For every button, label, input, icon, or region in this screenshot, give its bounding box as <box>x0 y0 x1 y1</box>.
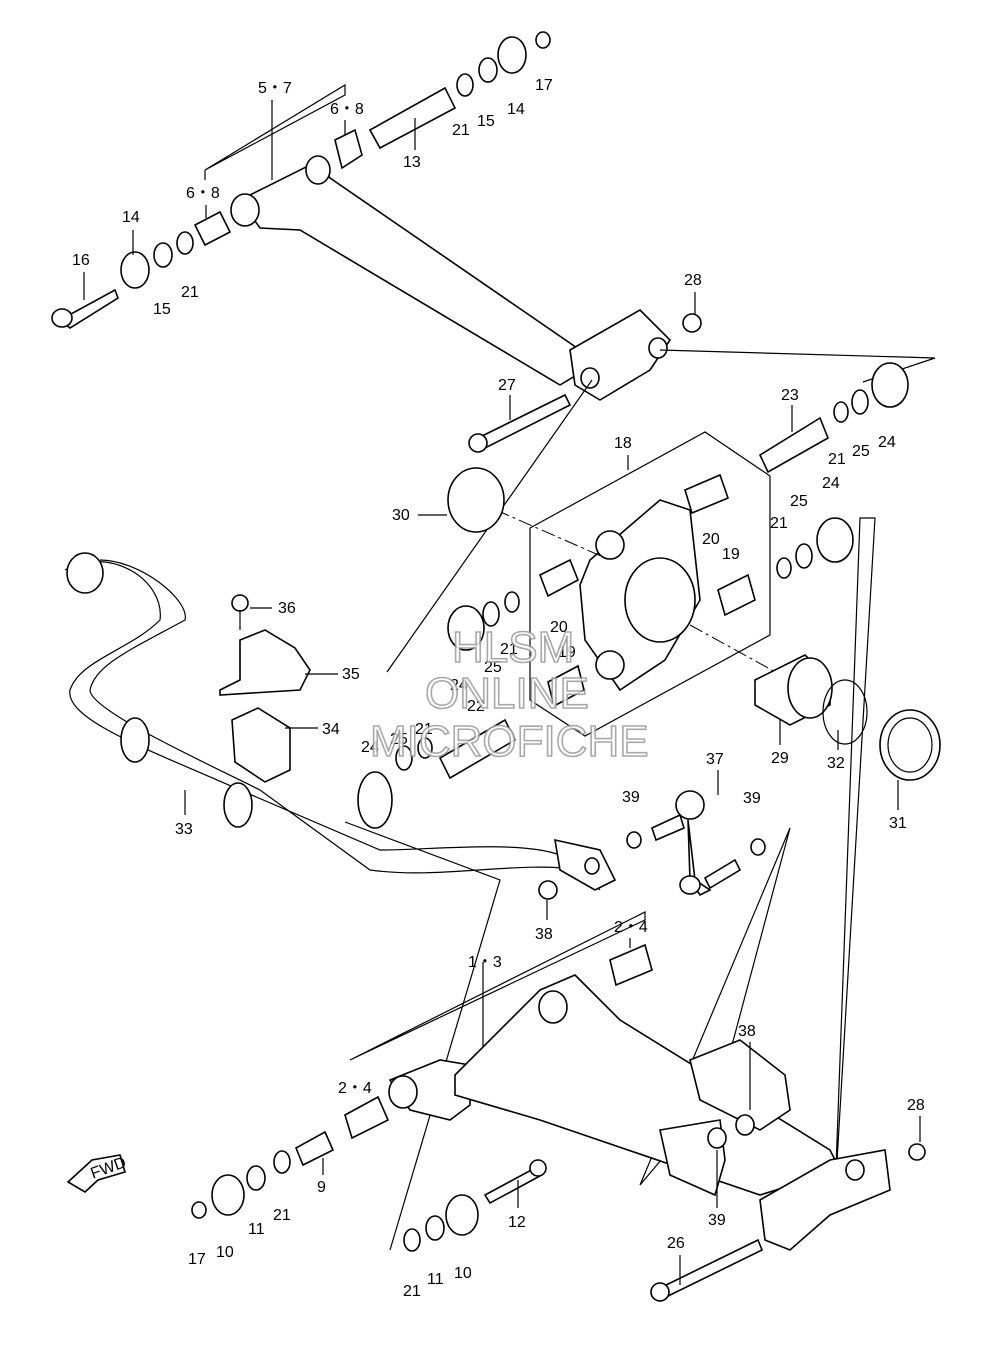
callout-25: 25 <box>790 493 808 510</box>
fwd-label: FWD <box>88 1154 128 1182</box>
callout-15: 15 <box>153 301 171 318</box>
callout-14: 14 <box>507 101 525 118</box>
callout-11: 11 <box>248 1221 265 1238</box>
callout-21: 21 <box>500 641 518 658</box>
callout-19: 19 <box>722 546 740 563</box>
callout-24: 24 <box>450 677 468 694</box>
callout-21: 21 <box>273 1207 291 1224</box>
callout-20: 20 <box>702 531 720 548</box>
callout-29: 29 <box>771 750 789 767</box>
callout-27: 27 <box>498 377 516 394</box>
watermark-line2: ONLINE <box>425 669 589 718</box>
callout-13: 13 <box>403 154 421 171</box>
callout-31: 31 <box>889 815 907 832</box>
callout-5-7: 5・7 <box>258 80 292 97</box>
bushing-parts-top <box>51 31 551 329</box>
callout-39: 39 <box>708 1212 726 1229</box>
stabilizer-bar-33 <box>64 552 617 1251</box>
watermark-line3: MICROFICHE <box>370 717 649 766</box>
callout-labels: 5・7 6・8 6・8 14 16 15 21 13 21 15 14 17 2… <box>72 77 925 1300</box>
callout-21: 21 <box>452 122 470 139</box>
callout-23: 23 <box>781 387 799 404</box>
callout-25: 25 <box>484 659 502 676</box>
callout-30: 30 <box>392 507 410 524</box>
callout-34: 34 <box>322 721 340 738</box>
callout-21: 21 <box>181 284 199 301</box>
callout-28: 28 <box>684 272 702 289</box>
callout-24: 24 <box>822 475 840 492</box>
callout-18: 18 <box>614 435 632 452</box>
torque-rod-upper <box>204 83 936 673</box>
callout-2-4: 2・4 <box>338 1080 372 1097</box>
callout-10: 10 <box>454 1265 472 1282</box>
callout-12: 12 <box>508 1214 526 1231</box>
stabilizer-link-37 <box>538 790 791 1186</box>
callout-21: 21 <box>415 721 433 738</box>
callout-25: 25 <box>390 731 408 748</box>
callout-28: 28 <box>907 1097 925 1114</box>
watermark: HLSM ONLINE MICROFICHE <box>369 622 649 767</box>
leader-lines <box>83 100 921 1285</box>
callout-9: 9 <box>317 1179 326 1196</box>
callout-19: 19 <box>558 644 576 661</box>
callout-21: 21 <box>828 451 846 468</box>
callout-17: 17 <box>535 77 553 94</box>
callout-24: 24 <box>878 434 896 451</box>
knuckle-housing-18 <box>495 431 791 737</box>
callout-35: 35 <box>342 666 360 683</box>
callout-22: 22 <box>467 698 485 715</box>
callout-37: 37 <box>706 751 724 768</box>
callout-6-8: 6・8 <box>330 101 364 118</box>
callout-32: 32 <box>827 755 845 772</box>
callout-6-8: 6・8 <box>186 185 220 202</box>
callout-39: 39 <box>743 790 761 807</box>
callout-16: 16 <box>72 252 90 269</box>
callout-21: 21 <box>770 515 788 532</box>
callout-24: 24 <box>361 739 379 756</box>
callout-36: 36 <box>278 600 296 617</box>
nut-28-top <box>682 313 702 333</box>
callout-38: 38 <box>535 926 553 943</box>
callout-10: 10 <box>216 1244 234 1261</box>
callout-2-4: 2・4 <box>614 919 648 936</box>
bolt-27 <box>468 393 572 453</box>
lower-arm-1-3 <box>191 911 926 1302</box>
callout-20: 20 <box>550 619 568 636</box>
callout-38: 38 <box>738 1023 756 1040</box>
callout-33: 33 <box>175 821 193 838</box>
callout-25: 25 <box>852 443 870 460</box>
callout-15: 15 <box>477 113 495 130</box>
bearing-parts-right <box>357 362 941 1196</box>
callout-14: 14 <box>122 209 140 226</box>
watermark-line1: HLSM <box>452 623 574 672</box>
callout-39: 39 <box>622 789 640 806</box>
callout-26: 26 <box>667 1235 685 1252</box>
callout-21: 21 <box>403 1283 421 1300</box>
callout-11: 11 <box>427 1271 444 1288</box>
callout-17: 17 <box>188 1251 206 1268</box>
fwd-arrow-icon: FWD <box>66 1154 129 1193</box>
callout-1-3: 1・3 <box>468 954 502 971</box>
